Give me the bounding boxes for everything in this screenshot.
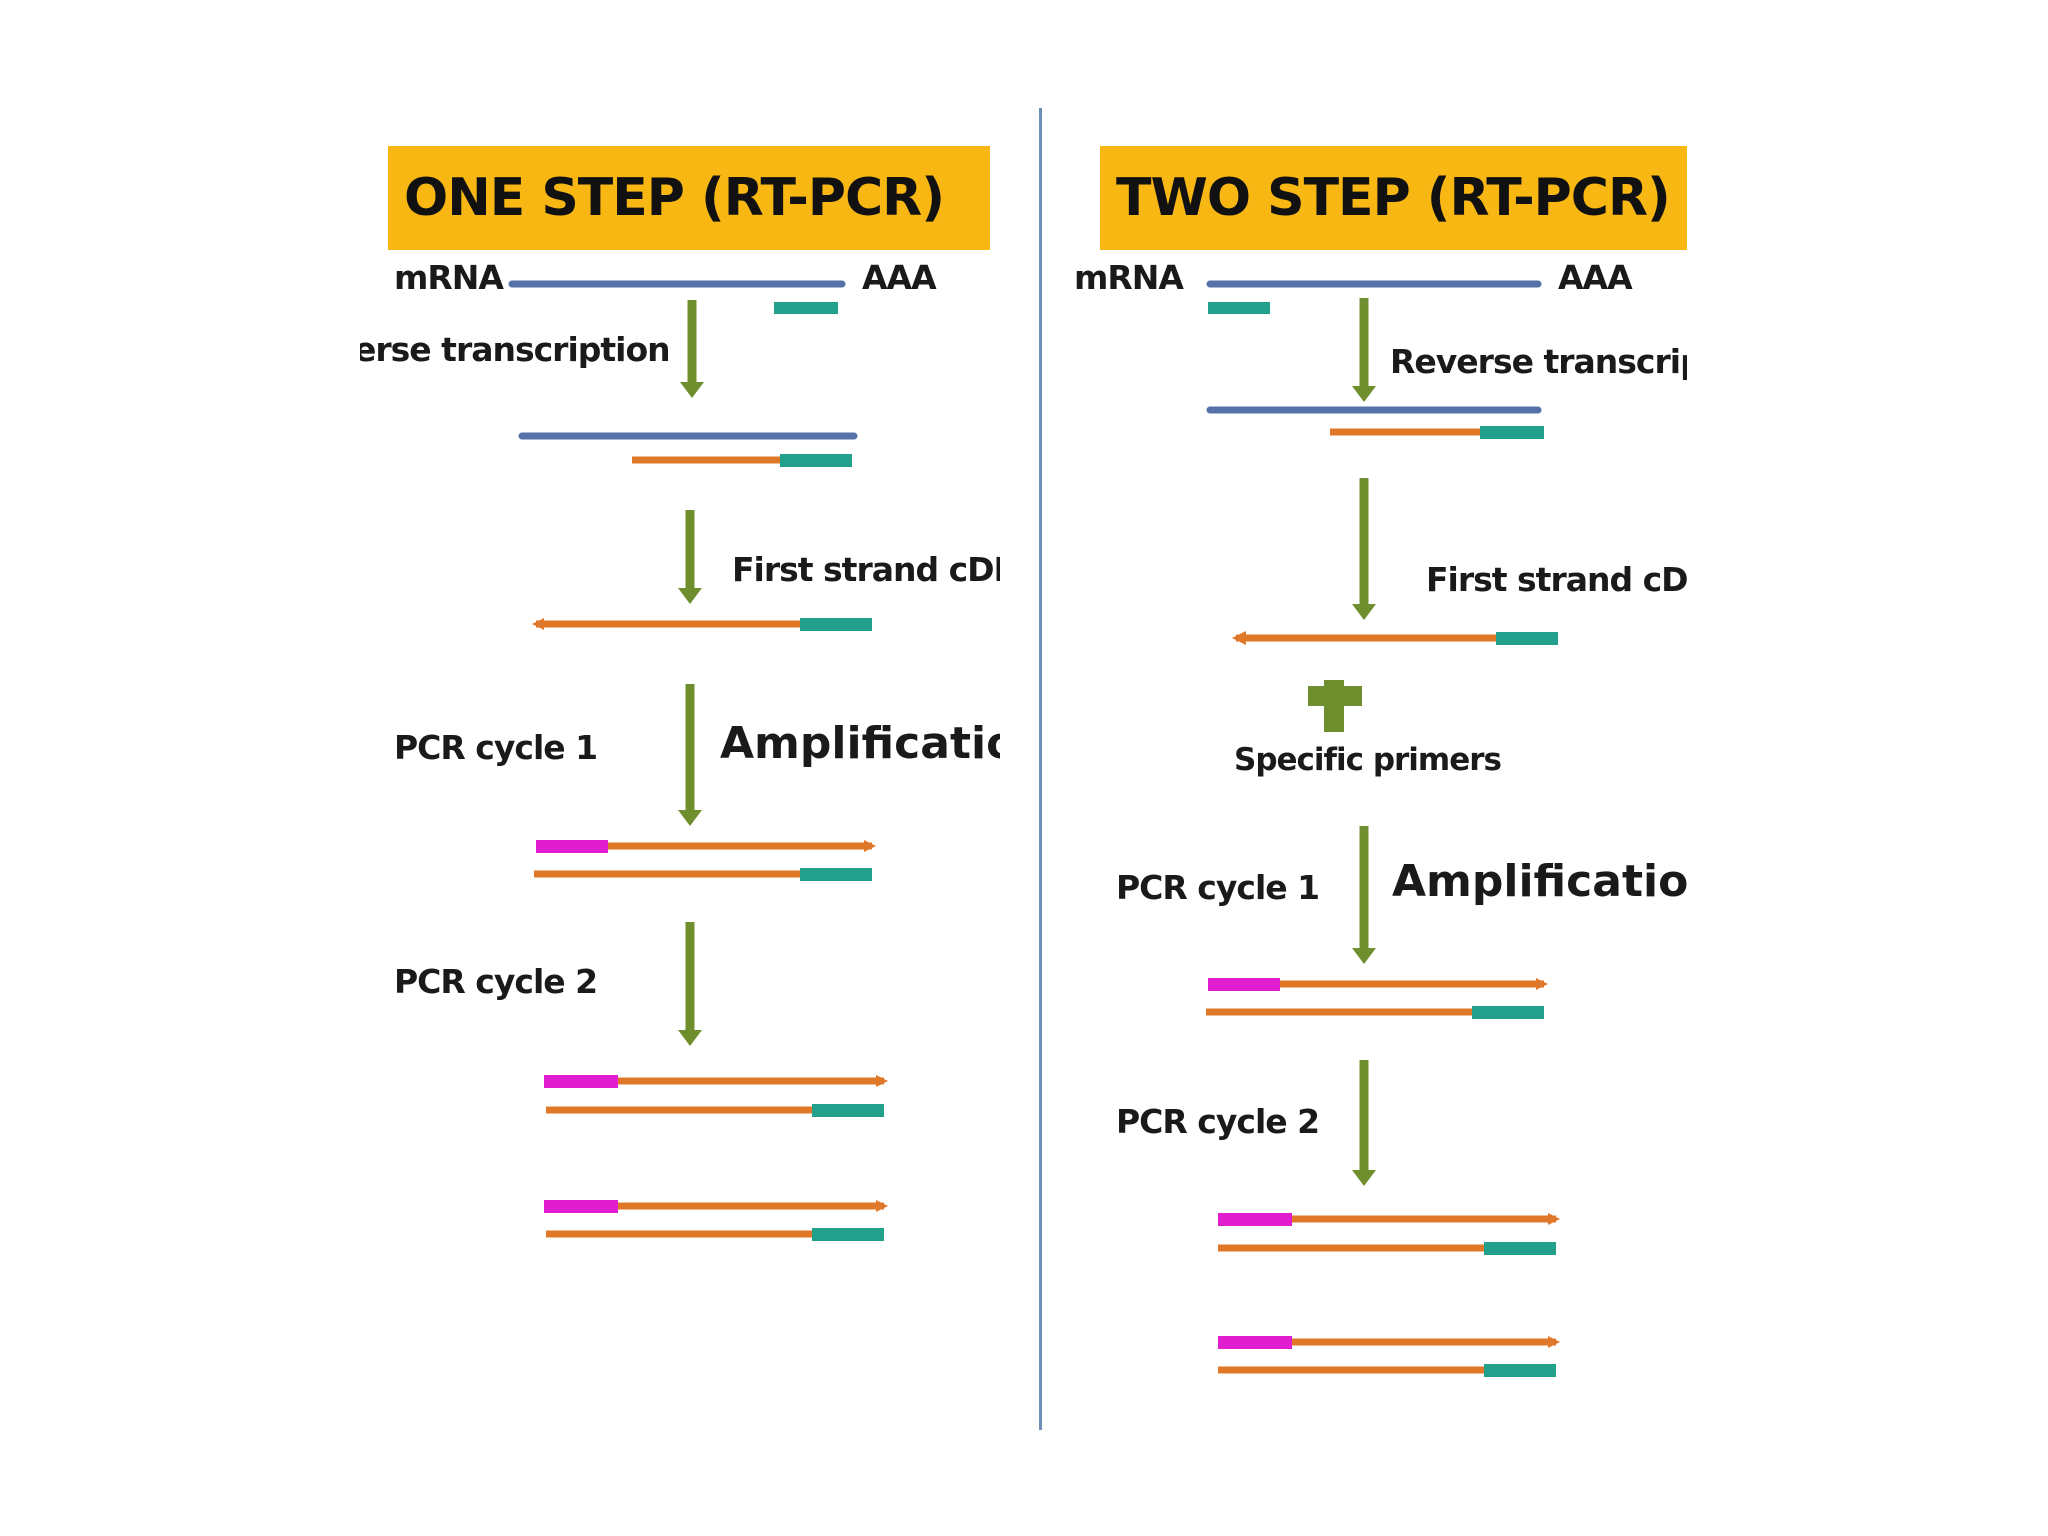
rt-primer [1496,632,1558,645]
one-step-rt-label: erse transcription [360,330,671,369]
two-step-title: TWO STEP (RT-PCR) [1116,168,1671,228]
one-step-title: ONE STEP (RT-PCR) [404,168,945,228]
rt-primer [780,454,852,467]
rt-primer [1208,302,1270,314]
cdna-strand-arrowhead [1536,978,1548,990]
process-arrow-head [1352,386,1376,402]
rt-primer [812,1228,884,1241]
two-step-pcr2-label: PCR cycle 2 [1116,1102,1320,1141]
specific-primer [544,1200,618,1213]
two-step-primers-label: Specific primers [1234,742,1502,778]
cdna-strand-arrowhead [532,618,544,630]
two-step-amplification-label: Amplification [1392,856,1687,907]
cdna-strand-arrowhead [876,1075,888,1087]
panel-divider [1039,108,1042,1430]
cdna-strand-arrowhead [1548,1336,1560,1348]
process-arrow-head [678,588,702,604]
one-step-polya-label: AAA [862,258,937,297]
one-step-pcr1-label: PCR cycle 1 [394,728,598,767]
process-arrow-head [1352,1170,1376,1186]
rt-primer [1472,1006,1544,1019]
specific-primer [544,1075,618,1088]
cdna-strand-arrowhead [1232,631,1246,645]
specific-primer [1218,1213,1292,1226]
rt-primer [1484,1242,1556,1255]
one-step-pcr2-label: PCR cycle 2 [394,962,598,1001]
rt-primer [1480,426,1544,439]
two-step-strands-svg [1206,280,1560,1377]
cdna-strand-arrowhead [876,1200,888,1212]
one-step-panel: ONE STEP (RT-PCR) mRNA AAA erse transcri… [360,0,1000,1536]
one-step-mrna-label: mRNA [394,258,504,297]
specific-primer [536,840,608,853]
two-step-pcr1-label: PCR cycle 1 [1116,868,1320,907]
one-step-amplification-label: Amplification [720,718,1000,769]
rt-primer [774,302,838,314]
rt-primer [812,1104,884,1117]
two-step-mrna-label: mRNA [1074,258,1184,297]
one-step-banner: ONE STEP (RT-PCR) [388,146,990,250]
two-step-first-strand-label: First strand cDN/ [1426,560,1687,599]
rt-primer [800,618,872,631]
two-step-rt-label: Reverse transcrip [1390,342,1687,381]
specific-primer [1208,978,1280,991]
process-arrow-head [678,1030,702,1046]
process-arrow-head [678,810,702,826]
process-arrow-head [680,382,704,398]
process-arrow-head [1352,604,1376,620]
plus-icon [1308,680,1362,732]
rt-primer [1484,1364,1556,1377]
rt-primer [800,868,872,881]
cdna-strand-arrowhead [1548,1213,1560,1225]
two-step-polya-label: AAA [1558,258,1633,297]
cdna-strand-arrowhead [864,840,876,852]
process-arrow-head [1352,948,1376,964]
two-step-banner: TWO STEP (RT-PCR) [1100,146,1687,250]
two-step-panel: TWO STEP (RT-PCR) mRNA AAA Reverse trans… [1060,0,1687,1536]
one-step-strands-svg [508,280,888,1241]
specific-primer [1218,1336,1292,1349]
one-step-first-strand-label: First strand cDNA [732,550,1000,589]
